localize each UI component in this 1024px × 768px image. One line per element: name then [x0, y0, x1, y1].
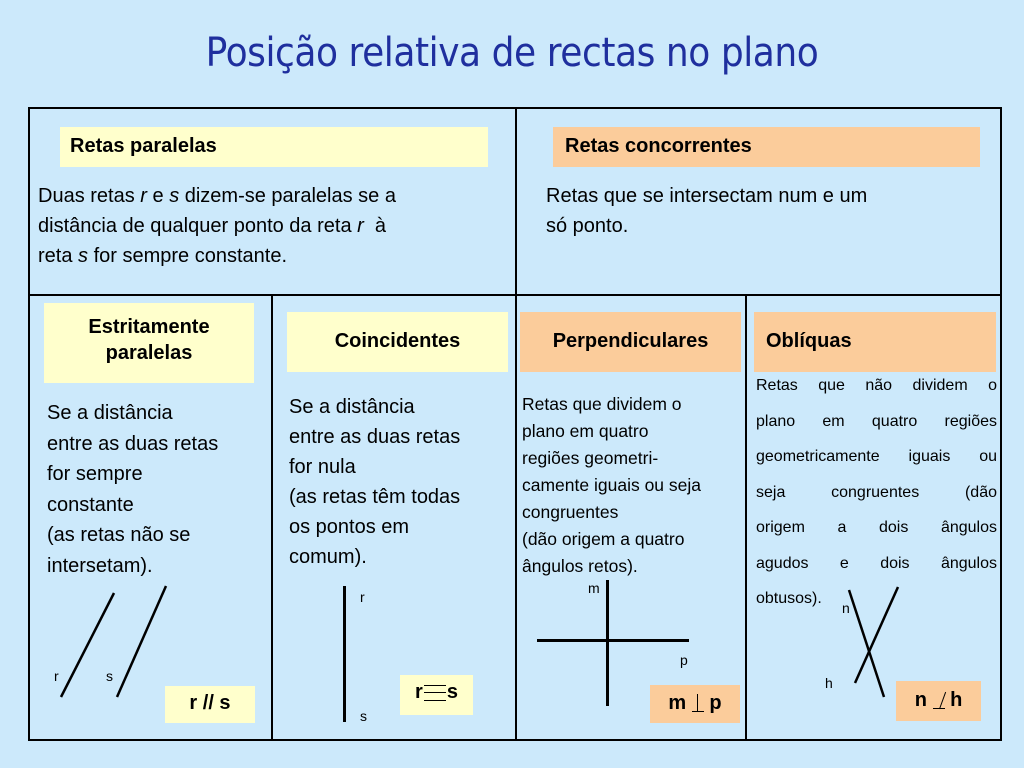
parallel-symbol: r // s: [165, 686, 255, 723]
obliquas-text: Retas que não dividem o plano em quatro …: [756, 368, 997, 617]
estritamente-line: intersetam).: [47, 554, 153, 577]
coincidentes-line: os pontos em: [289, 516, 410, 538]
fig-label-s-coinc: s: [360, 708, 367, 724]
coincidentes-line: comum).: [289, 546, 367, 568]
concorrentes-definition: Retas que se intersectam num e um só pon…: [546, 181, 986, 241]
obliquas-line: Retas que não dividem o: [756, 377, 997, 394]
obliquas-label: Oblíquas: [754, 312, 996, 372]
column-divider-right: [745, 294, 747, 741]
fig-label-h: h: [825, 675, 833, 691]
page-title: Posição relativa de rectas no plano: [205, 30, 819, 76]
def-text-2: e: [146, 185, 170, 207]
coincidentes-label-text: Coincidentes: [334, 330, 461, 352]
paralelas-label-text: Retas paralelas: [70, 135, 217, 157]
perpendiculares-line: congruentes: [522, 502, 619, 522]
line-n: [853, 586, 900, 684]
def-text-1: Duas retas: [38, 185, 141, 207]
obliquas-line: seja congruentes (dão: [756, 483, 997, 501]
concorrentes-label-text: Retas concorrentes: [565, 135, 752, 157]
obliquas-label-text: Oblíquas: [766, 330, 852, 352]
paralelas-label: Retas paralelas: [60, 127, 488, 167]
perpendiculares-line: Retas que dividem o: [522, 394, 682, 414]
perpendiculares-line: regiões geometri-: [522, 448, 659, 468]
def-text-7: for sempre constante.: [88, 245, 288, 267]
sym-p: p: [709, 692, 722, 714]
sym-r: r: [415, 681, 423, 703]
paralelas-definition: Duas retas r e s dizem-se paralelas se a…: [38, 181, 508, 271]
def-text-3: dizem-se paralelas se a: [179, 185, 396, 207]
concorrentes-line1: Retas que se intersectam num e um: [546, 185, 868, 207]
perpendicular-symbol: m p: [650, 685, 740, 723]
coincidentes-line: entre as duas retas: [289, 426, 461, 448]
obliquas-line: origem a dois ângulos: [756, 519, 997, 536]
concorrentes-label: Retas concorrentes: [553, 127, 980, 167]
sym-h: h: [950, 689, 963, 711]
def-text-4: distância de qualquer ponto da reta: [38, 215, 358, 237]
sym-m: m: [668, 692, 687, 714]
coincidentes-line: Se a distância: [289, 396, 415, 418]
perpendiculares-text: Retas que dividem o plano em quatro regi…: [522, 391, 757, 580]
paralelas-definition-line2: distância de qualquer ponto da reta r à: [38, 211, 508, 241]
concorrentes-line2: só ponto.: [546, 215, 629, 237]
estritamente-label: Estritamente paralelas: [44, 303, 254, 383]
perpendiculares-line: camente iguais ou seja: [522, 475, 701, 495]
estritamente-line: entre as duas retas: [47, 432, 219, 455]
var-s: s: [169, 185, 180, 207]
fig-label-s: s: [106, 668, 113, 684]
coincidentes-line: for nula: [289, 456, 356, 478]
estritamente-line: for sempre: [47, 463, 143, 485]
coincidentes-text: Se a distância entre as duas retas for n…: [289, 392, 513, 572]
coincident-line: [343, 586, 346, 722]
oblique-icon: [932, 691, 946, 710]
estritamente-line: (as retas não se: [47, 524, 191, 546]
fig-label-p: p: [680, 652, 688, 668]
obliquas-line: agudos e dois ângulos: [756, 554, 997, 572]
line-s: [115, 585, 168, 698]
perpendiculares-line: ângulos retos).: [522, 556, 638, 576]
perpendiculares-label-text: Perpendiculares: [552, 330, 709, 352]
coincidentes-line: (as retas têm todas: [289, 486, 461, 508]
perpendicular-line-m: [606, 580, 609, 706]
coincidentes-label: Coincidentes: [287, 312, 508, 372]
fig-label-n: n: [842, 600, 850, 616]
var-r-2: r: [357, 215, 364, 237]
estritamente-line: Se a distância: [47, 402, 173, 424]
var-r: r: [140, 185, 147, 207]
identical-icon: [423, 684, 446, 701]
fig-label-r: r: [54, 668, 59, 684]
line-r: [59, 592, 116, 698]
obliquas-line: geometricamente iguais ou: [756, 448, 997, 465]
perpendicular-icon: [691, 694, 704, 712]
perpendicular-line-p: [537, 639, 689, 642]
def-text-5: à: [363, 215, 387, 237]
var-s-2: s: [78, 245, 89, 267]
estritamente-label-line2: paralelas: [105, 342, 193, 364]
column-divider-left: [271, 294, 273, 741]
obliquas-line: plano em quatro regiões: [756, 412, 997, 430]
column-divider-center: [515, 107, 517, 741]
obliquas-line: obtusos).: [756, 590, 822, 607]
line-h: [847, 589, 886, 698]
estritamente-text: Se a distância entre as duas retas for s…: [47, 398, 271, 581]
def-text-6: reta: [38, 245, 79, 267]
paralelas-definition-line3: reta s for sempre constante.: [38, 241, 508, 271]
oblique-symbol: n h: [896, 681, 981, 721]
perpendiculares-label: Perpendiculares: [520, 312, 741, 372]
estritamente-label-line1: Estritamente: [88, 316, 210, 338]
fig-label-r-coinc: r: [360, 589, 365, 605]
perpendiculares-line: plano em quatro: [522, 421, 649, 441]
estritamente-line: constante: [47, 493, 134, 516]
sym-s: s: [446, 681, 458, 703]
sym-n: n: [914, 689, 927, 711]
paralelas-definition-line1: Duas retas r e s dizem-se paralelas se a: [38, 181, 508, 211]
fig-label-m: m: [588, 580, 600, 596]
perpendiculares-line: (dão origem a quatro: [522, 529, 685, 549]
